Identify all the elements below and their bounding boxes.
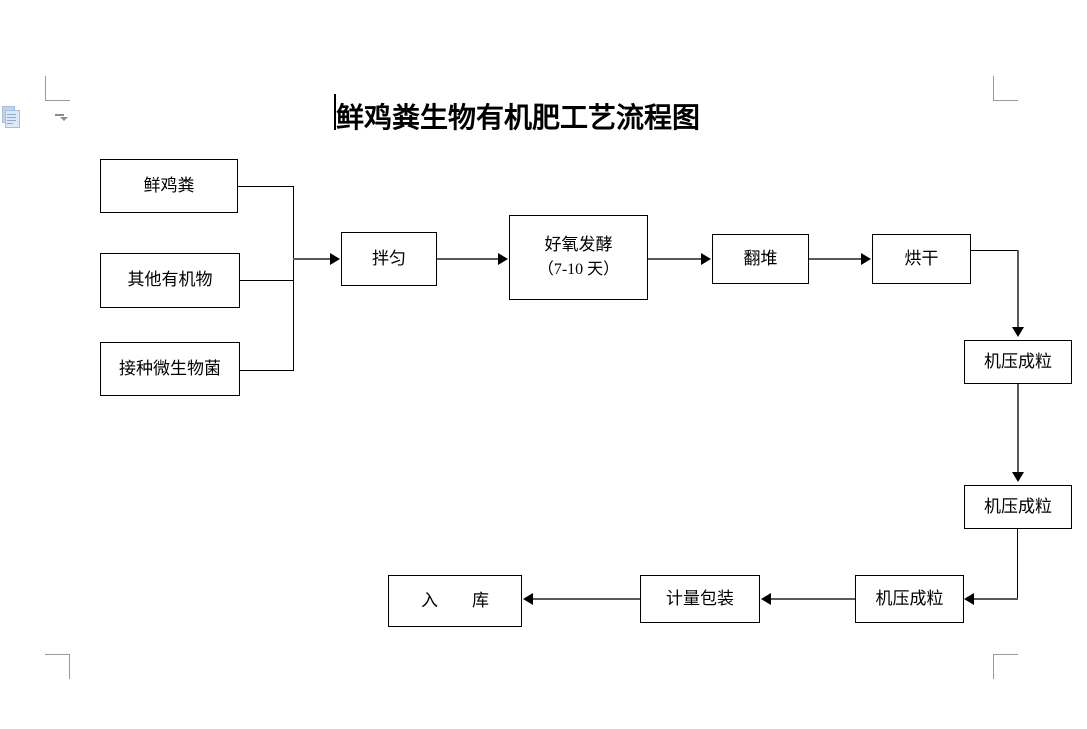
node-label: 鲜鸡粪 [143, 175, 195, 195]
edge-mix-to-fermentation-arrow [437, 258, 499, 261]
node-label: 机压成粒 [875, 588, 944, 608]
flow-node-granulation-1[interactable]: 机压成粒 [964, 340, 1072, 384]
edge-packaging-to-warehouse-arrow [532, 598, 640, 601]
flow-node-fresh-chicken-manure[interactable]: 鲜鸡粪 [100, 159, 238, 213]
flow-node-warehousing[interactable]: 入 库 [388, 575, 522, 627]
flow-node-turning-pile[interactable]: 翻堆 [712, 234, 809, 284]
chevron-down-icon[interactable] [60, 117, 68, 121]
edge-granulation2-down [1017, 529, 1019, 599]
page-title: 鲜鸡粪生物有机肥工艺流程图 [336, 103, 701, 134]
node-label: 计量包装 [666, 588, 734, 608]
flow-node-metered-packaging[interactable]: 计量包装 [640, 575, 760, 623]
edge-merge-bus [293, 186, 295, 371]
paste-options-icon[interactable] [2, 106, 20, 128]
page-corner-mark-bottom-left [45, 654, 70, 679]
flow-node-drying[interactable]: 烘干 [872, 234, 971, 284]
flow-node-granulation-3[interactable]: 机压成粒 [855, 575, 964, 623]
text-cursor [334, 94, 336, 130]
flow-node-mix-evenly[interactable]: 拌匀 [341, 232, 437, 286]
page-corner-mark-top-right [993, 76, 1018, 101]
edge-merge-to-mix-arrow [293, 258, 331, 261]
flow-node-granulation-2[interactable]: 机压成粒 [964, 485, 1072, 529]
node-label: 入 库 [421, 590, 489, 610]
node-label: 机压成粒 [984, 351, 1052, 371]
paste-options-dropdown-bar [55, 114, 64, 116]
edge-microbes-to-merge [240, 370, 294, 372]
edge-granulation2-to-granulation3-arrow [973, 598, 1018, 601]
edge-turning-to-drying-arrow [809, 258, 862, 261]
edge-manure-to-merge [238, 186, 294, 188]
edge-fermentation-to-turning-arrow [648, 258, 702, 261]
edge-organic-to-merge [240, 280, 294, 282]
node-label: 翻堆 [743, 248, 778, 268]
node-label: 机压成粒 [984, 496, 1052, 516]
node-label-secondary: （7-10 天） [537, 261, 620, 279]
paste-options-tag[interactable] [2, 106, 68, 128]
node-label: 拌匀 [372, 248, 406, 268]
page-corner-mark-top-left [45, 76, 70, 101]
flow-node-inoculated-microbes[interactable]: 接种微生物菌 [100, 342, 240, 396]
flow-node-other-organic-matter[interactable]: 其他有机物 [100, 253, 240, 308]
flow-node-aerobic-fermentation[interactable]: 好氧发酵 （7-10 天） [509, 215, 648, 300]
edge-drying-to-granulation1-arrow [1017, 250, 1020, 328]
page-corner-mark-bottom-right [993, 654, 1018, 679]
edge-drying-to-granulation1-horizontal [971, 250, 1018, 252]
node-label: 好氧发酵 [544, 234, 613, 254]
edge-granulation1-to-granulation2-arrow [1017, 384, 1020, 473]
edge-granulation3-to-packaging-arrow [770, 598, 855, 601]
node-label: 烘干 [904, 248, 939, 268]
node-label: 其他有机物 [127, 270, 213, 290]
node-label: 接种微生物菌 [119, 358, 221, 378]
